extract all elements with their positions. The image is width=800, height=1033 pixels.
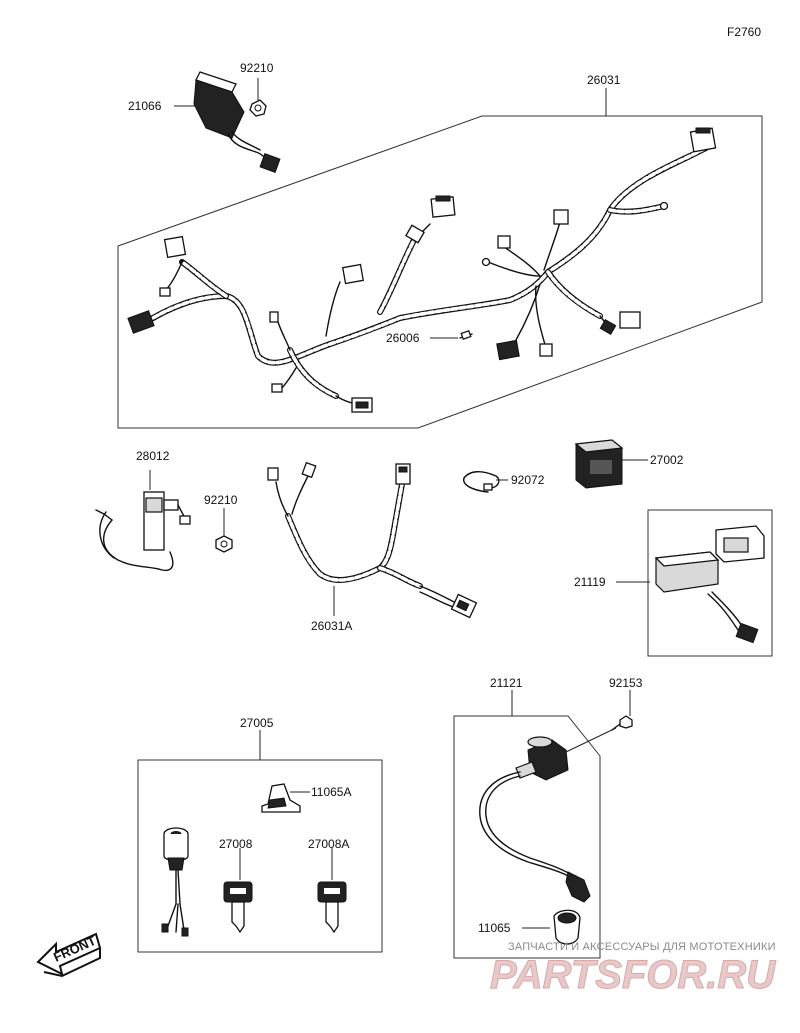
label-92210-top: 92210 bbox=[240, 61, 274, 75]
label-21066: 21066 bbox=[128, 99, 162, 113]
switch-27005 bbox=[161, 827, 189, 937]
main-harness-26031 bbox=[127, 127, 717, 413]
box-26031 bbox=[117, 115, 763, 429]
relay-28012 bbox=[95, 470, 191, 572]
sub-harness-26031A bbox=[267, 461, 478, 619]
label-11065: 11065 bbox=[478, 921, 511, 935]
coil-21121 bbox=[479, 727, 617, 903]
label-27008A: 27008A bbox=[308, 837, 349, 851]
label-27005: 27005 bbox=[240, 716, 274, 730]
cap-11065A bbox=[261, 783, 301, 813]
regulator-21066 bbox=[193, 71, 281, 173]
label-27008: 27008 bbox=[219, 837, 253, 851]
box-21121 bbox=[453, 715, 601, 959]
label-26006: 26006 bbox=[386, 331, 420, 345]
cap-11065 bbox=[553, 909, 581, 945]
label-27002: 27002 bbox=[650, 453, 684, 467]
watermark-caption: ЗАПЧАСТИ И АКСЕССУАРЫ ДЛЯ МОТОТЕХНИКИ bbox=[508, 941, 776, 953]
band-92072 bbox=[463, 471, 500, 493]
label-92210-mid: 92210 bbox=[204, 493, 238, 507]
label-21121: 21121 bbox=[490, 676, 523, 690]
unit-21119 bbox=[654, 525, 765, 644]
bolt-92153 bbox=[611, 715, 633, 731]
label-11065A: 11065A bbox=[311, 785, 351, 799]
key-27008A bbox=[317, 881, 347, 934]
key-27008 bbox=[223, 881, 253, 934]
label-92072: 92072 bbox=[511, 473, 545, 487]
unit-27002 bbox=[574, 439, 624, 489]
nut-92210-mid bbox=[215, 535, 233, 553]
figure-code: F2760 bbox=[727, 25, 761, 39]
front-arrow-icon: FRONT bbox=[36, 932, 102, 978]
label-26031: 26031 bbox=[587, 73, 621, 87]
fitting-26006 bbox=[459, 329, 473, 341]
nut-92210-top bbox=[249, 99, 267, 117]
label-26031A: 26031A bbox=[311, 619, 352, 633]
label-21119: 21119 bbox=[574, 575, 606, 589]
label-92153: 92153 bbox=[609, 676, 643, 690]
watermark-brand: PARTSFOR.RU bbox=[490, 953, 776, 997]
box-21119 bbox=[647, 509, 773, 657]
label-28012: 28012 bbox=[136, 449, 170, 463]
